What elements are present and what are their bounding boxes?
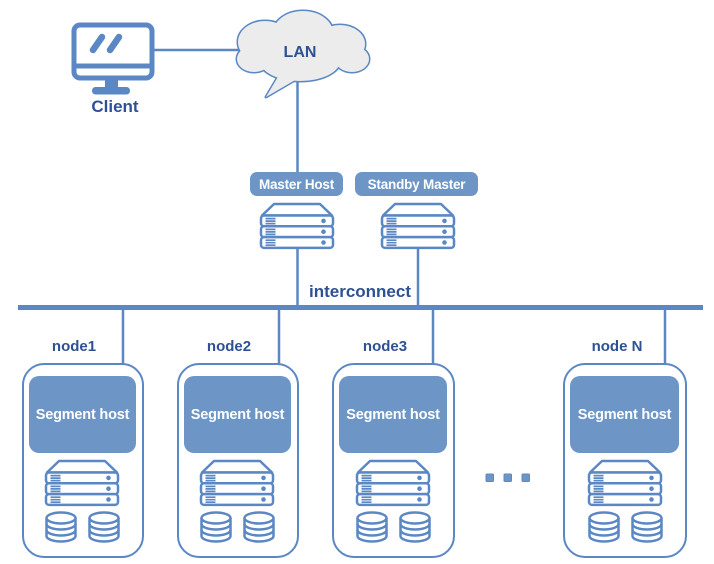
ellipsis-dots	[485, 473, 530, 482]
node1-segment-host-box: Segment host	[29, 376, 136, 453]
node3-label: node3	[362, 338, 408, 355]
node3-box	[332, 363, 455, 558]
client-monitor-icon	[71, 22, 155, 95]
node3-segment-host-box: Segment host	[339, 376, 447, 453]
master-server-icon	[259, 202, 335, 250]
lan-label: LAN	[283, 44, 317, 61]
standby-server-icon	[380, 202, 456, 250]
node2-box	[177, 363, 299, 558]
nodeN-segment-host-box: Segment host	[570, 376, 679, 453]
master-host-badge: Master Host	[250, 172, 343, 196]
interconnect-label: interconnect	[308, 282, 412, 301]
node1-box	[22, 363, 144, 558]
nodeN-label: node N	[591, 338, 643, 355]
nodeN-box	[563, 363, 687, 558]
node2-segment-host-box: Segment host	[184, 376, 291, 453]
node2-label: node2	[206, 338, 252, 355]
client-label: Client	[91, 97, 139, 116]
standby-master-badge: Standby Master	[355, 172, 478, 196]
node1-label: node1	[51, 338, 97, 355]
